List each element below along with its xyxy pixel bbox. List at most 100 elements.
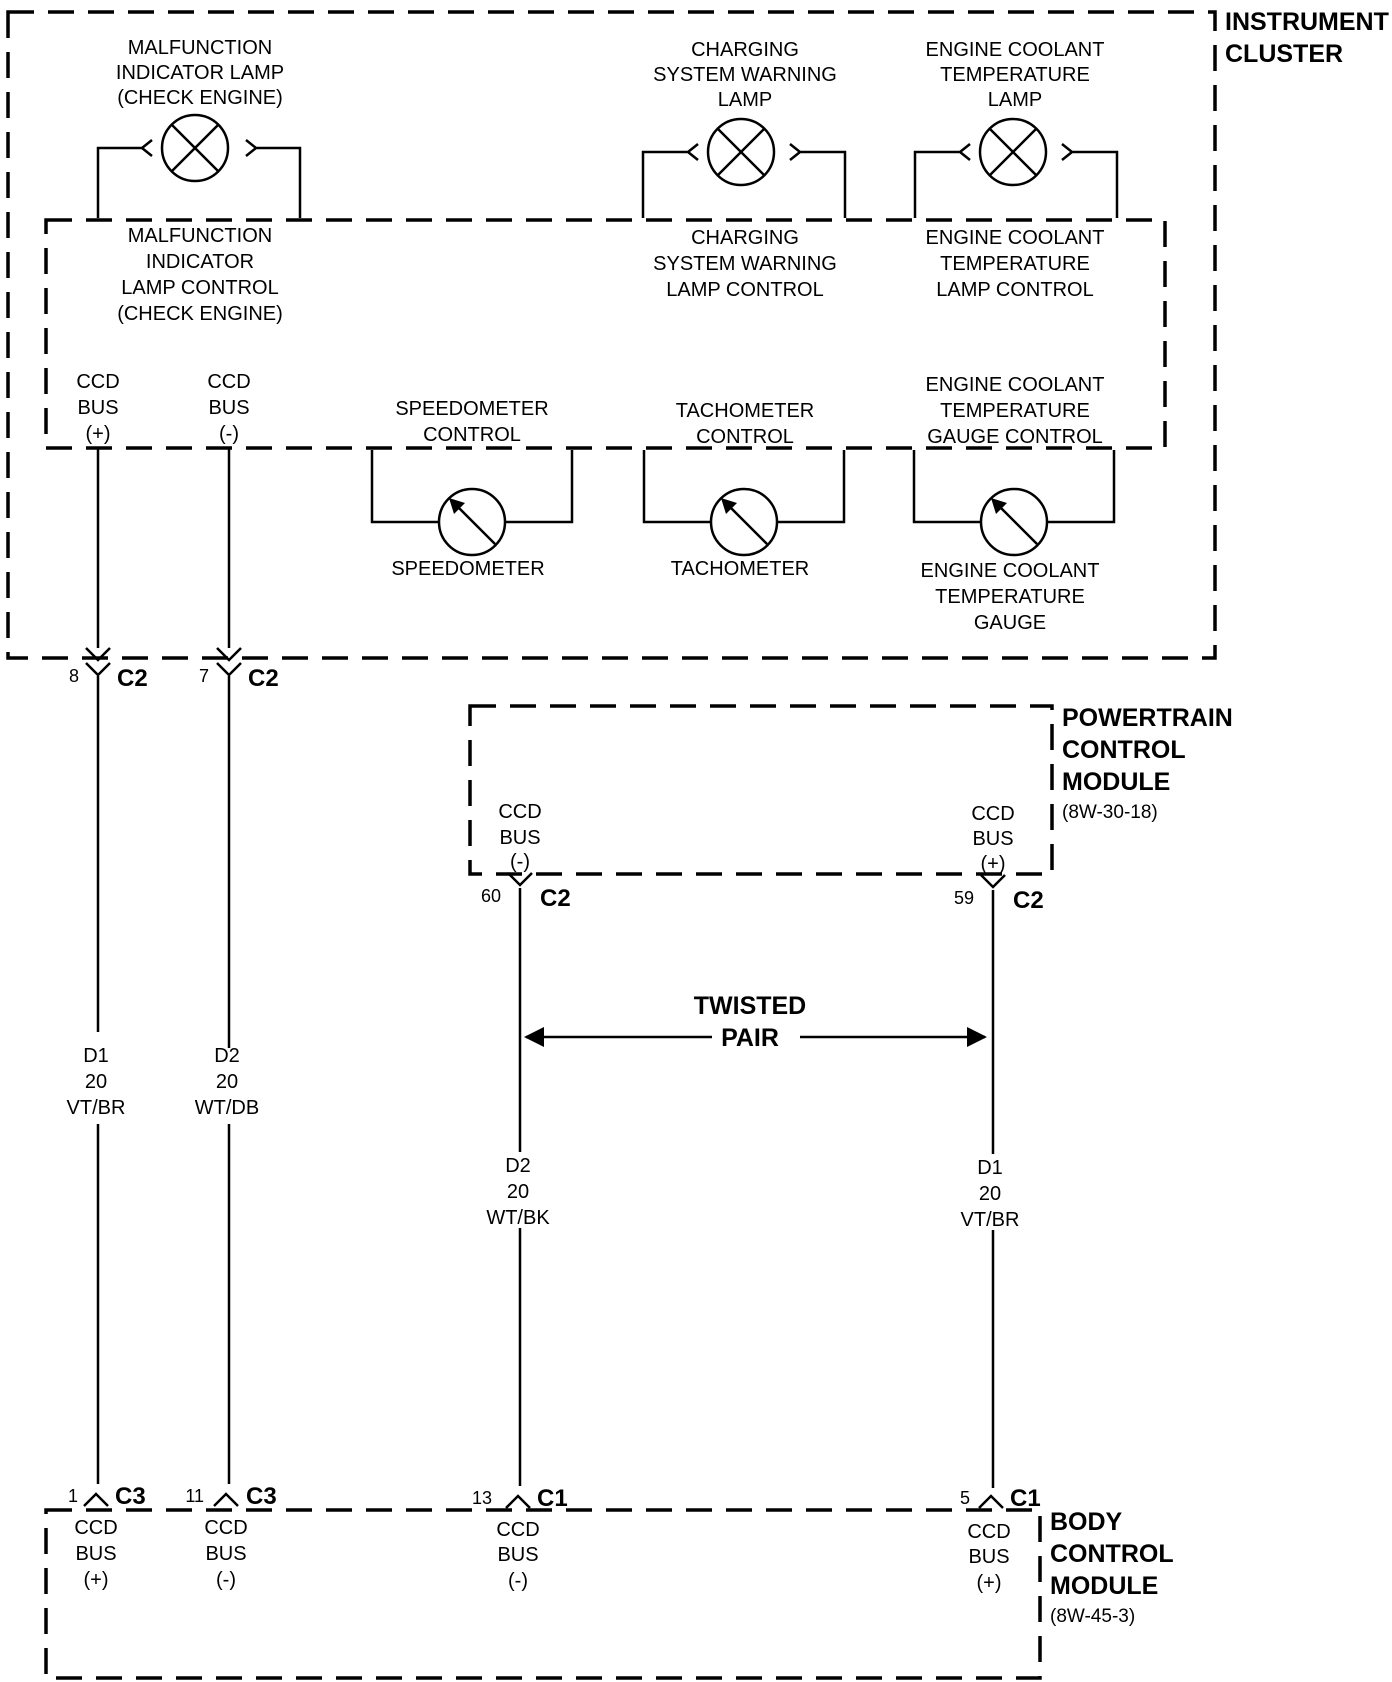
svg-text:VT/BR: VT/BR <box>961 1209 1020 1231</box>
svg-text:INDICATOR: INDICATOR <box>146 251 254 273</box>
svg-text:TEMPERATURE: TEMPERATURE <box>940 64 1090 86</box>
svg-text:CONTROL: CONTROL <box>1062 736 1186 764</box>
svg-text:SYSTEM WARNING: SYSTEM WARNING <box>653 253 837 275</box>
svg-text:(-): (-) <box>216 1569 236 1591</box>
instrument-cluster-box <box>6 10 1217 660</box>
svg-text:VT/BR: VT/BR <box>67 1097 126 1119</box>
svg-text:SPEEDOMETER: SPEEDOMETER <box>395 398 548 420</box>
pcm-ccd-bus-plus: CCD BUS (+) <box>971 803 1014 875</box>
svg-text:(CHECK ENGINE): (CHECK ENGINE) <box>117 303 283 325</box>
svg-text:8: 8 <box>69 666 79 686</box>
svg-text:20: 20 <box>507 1181 529 1203</box>
instrument-cluster-title: INSTRUMENT CLUSTER <box>1225 8 1389 68</box>
svg-text:CLUSTER: CLUSTER <box>1225 40 1343 68</box>
pcm-ccd-bus-minus: CCD BUS (-) <box>498 801 541 873</box>
svg-text:CONTROL: CONTROL <box>696 426 794 448</box>
svg-text:(+): (+) <box>86 423 111 445</box>
svg-text:WT/BK: WT/BK <box>486 1207 550 1229</box>
svg-text:PAIR: PAIR <box>721 1024 779 1052</box>
svg-text:SYSTEM WARNING: SYSTEM WARNING <box>653 64 837 86</box>
connector-ic-pin8: 8 C2 <box>69 647 148 692</box>
engine-coolant-temperature-lamp: ENGINE COOLANT TEMPERATURE LAMP ENGINE C… <box>913 39 1119 301</box>
svg-text:BUS: BUS <box>205 1543 246 1565</box>
twisted-pair-annotation: TWISTED PAIR <box>524 992 987 1052</box>
svg-text:GAUGE CONTROL: GAUGE CONTROL <box>927 426 1103 448</box>
svg-text:C1: C1 <box>537 1485 568 1512</box>
svg-text:TACHOMETER: TACHOMETER <box>671 558 810 580</box>
instrument-cluster-inner-box <box>44 218 1167 450</box>
svg-text:ENGINE COOLANT: ENGINE COOLANT <box>926 39 1105 61</box>
connector-bcm-pin1: 1 C3 <box>68 1483 146 1510</box>
svg-text:D1: D1 <box>83 1045 109 1067</box>
svg-text:CCD: CCD <box>204 1517 247 1539</box>
svg-text:MODULE: MODULE <box>1050 1572 1158 1600</box>
svg-text:CONTROL: CONTROL <box>423 424 521 446</box>
svg-text:CONTROL: CONTROL <box>1050 1540 1174 1568</box>
svg-text:ENGINE COOLANT: ENGINE COOLANT <box>926 374 1105 396</box>
svg-text:(-): (-) <box>219 423 239 445</box>
svg-text:CCD: CCD <box>496 1519 539 1541</box>
svg-text:CCD: CCD <box>498 801 541 823</box>
svg-text:D1: D1 <box>977 1157 1003 1179</box>
svg-text:LAMP: LAMP <box>718 89 772 111</box>
svg-text:BUS: BUS <box>499 827 540 849</box>
wire-label-w3: D2 20 WT/BK <box>486 1155 550 1229</box>
engine-coolant-temperature-gauge: ENGINE COOLANT TEMPERATURE GAUGE CONTROL… <box>912 374 1116 634</box>
svg-text:INSTRUMENT: INSTRUMENT <box>1225 8 1389 36</box>
svg-text:(8W-45-3): (8W-45-3) <box>1050 1606 1135 1627</box>
svg-text:BUS: BUS <box>968 1546 1009 1568</box>
svg-text:1: 1 <box>68 1486 78 1506</box>
speedometer-gauge: SPEEDOMETER CONTROL SPEEDOMETER <box>370 398 574 580</box>
svg-text:11: 11 <box>185 1486 204 1506</box>
svg-text:ENGINE COOLANT: ENGINE COOLANT <box>926 227 1105 249</box>
svg-text:GAUGE: GAUGE <box>974 612 1046 634</box>
malfunction-indicator-lamp: MALFUNCTION INDICATOR LAMP (CHECK ENGINE… <box>96 37 302 325</box>
svg-text:(+): (+) <box>977 1572 1002 1594</box>
wire-label-w4: D1 20 VT/BR <box>961 1157 1020 1231</box>
cluster-ccd-bus-plus: CCD BUS (+) <box>76 371 119 445</box>
svg-text:(+): (+) <box>981 853 1006 875</box>
charging-system-warning-lamp: CHARGING SYSTEM WARNING LAMP CHARGING SY… <box>641 39 847 301</box>
svg-text:LAMP CONTROL: LAMP CONTROL <box>936 279 1093 301</box>
svg-text:SPEEDOMETER: SPEEDOMETER <box>391 558 544 580</box>
svg-text:D2: D2 <box>214 1045 240 1067</box>
svg-text:59: 59 <box>954 888 974 908</box>
svg-text:C3: C3 <box>115 1483 146 1510</box>
svg-text:ENGINE COOLANT: ENGINE COOLANT <box>921 560 1100 582</box>
svg-text:20: 20 <box>85 1071 107 1093</box>
wire-label-w2: D2 20 WT/DB <box>195 1045 259 1119</box>
svg-text:20: 20 <box>216 1071 238 1093</box>
svg-text:BODY: BODY <box>1050 1508 1123 1536</box>
connector-bcm-pin13: 13 C1 <box>472 1485 568 1512</box>
cluster-ccd-bus-minus: CCD BUS (-) <box>207 371 250 445</box>
connector-ic-pin7: 7 C2 <box>199 647 279 692</box>
svg-text:MALFUNCTION: MALFUNCTION <box>128 37 272 59</box>
svg-text:INDICATOR LAMP: INDICATOR LAMP <box>116 62 284 84</box>
connector-pcm-pin60: 60 C2 <box>481 872 571 912</box>
svg-text:MODULE: MODULE <box>1062 768 1170 796</box>
svg-text:BUS: BUS <box>497 1544 538 1566</box>
svg-text:CCD: CCD <box>967 1521 1010 1543</box>
svg-text:CHARGING: CHARGING <box>691 227 799 249</box>
svg-text:C1: C1 <box>1010 1485 1041 1512</box>
svg-text:C2: C2 <box>1013 887 1044 914</box>
bcm-ccd-bus-plus-c1: CCD BUS (+) <box>967 1521 1010 1594</box>
svg-text:LAMP CONTROL: LAMP CONTROL <box>666 279 823 301</box>
svg-text:20: 20 <box>979 1183 1001 1205</box>
svg-text:C2: C2 <box>117 665 148 692</box>
svg-text:D2: D2 <box>505 1155 531 1177</box>
svg-text:BUS: BUS <box>208 397 249 419</box>
body-control-module-title: BODY CONTROL MODULE (8W-45-3) <box>1050 1508 1174 1627</box>
svg-text:LAMP: LAMP <box>988 89 1042 111</box>
svg-text:13: 13 <box>472 1488 492 1508</box>
svg-text:TWISTED: TWISTED <box>694 992 807 1020</box>
svg-text:C3: C3 <box>246 1483 277 1510</box>
body-control-module-box <box>44 1508 1042 1680</box>
svg-text:POWERTRAIN: POWERTRAIN <box>1062 704 1233 732</box>
connector-bcm-pin11: 11 C3 <box>185 1483 276 1510</box>
svg-text:TACHOMETER: TACHOMETER <box>676 400 815 422</box>
svg-text:(-): (-) <box>510 851 530 873</box>
svg-text:(CHECK ENGINE): (CHECK ENGINE) <box>117 87 283 109</box>
svg-text:WT/DB: WT/DB <box>195 1097 259 1119</box>
connector-pcm-pin59: 59 C2 <box>954 874 1044 914</box>
